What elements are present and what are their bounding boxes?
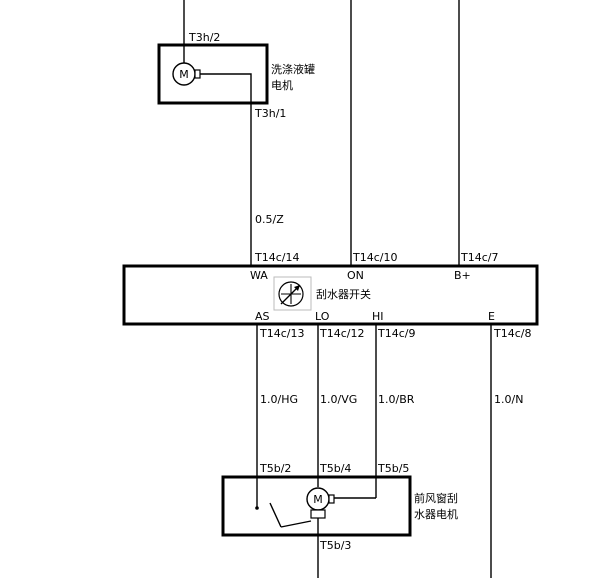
wire-label-1-0-n: 1.0/N (494, 393, 523, 406)
switch-pin-top-1: T14c/14 (254, 251, 299, 264)
switch-terminal-hi: HI (372, 310, 384, 323)
wire-label-1-0-hg: 1.0/HG (260, 393, 298, 406)
switch-terminal-as: AS (255, 310, 270, 323)
wire-label-1-0-br: 1.0/BR (378, 393, 415, 406)
wiper-motor-box (221, 475, 412, 537)
washer-pin-bottom: T3h/1 (254, 107, 286, 120)
wiper-switch-box (122, 264, 539, 326)
motor-pin-top-1: T5b/2 (259, 462, 291, 475)
switch-pin-bottom-3: T14c/9 (377, 327, 415, 340)
switch-terminal-wa: WA (250, 269, 268, 282)
motor-pin-top-2: T5b/4 (319, 462, 351, 475)
washer-motor-brush (194, 69, 201, 79)
wiper-switch-icon (273, 276, 312, 311)
washer-pump-label-2: 电机 (271, 78, 293, 92)
switch-terminal-bplus: B+ (454, 269, 471, 282)
switch-pin-top-2: T14c/10 (352, 251, 397, 264)
wiper-motor-label-1: 前风窗刮 (414, 491, 458, 505)
park-switch-blade (269, 502, 282, 528)
motor-pin-bottom: T5b/3 (319, 539, 351, 552)
motor-pin-top-3: T5b/5 (377, 462, 409, 475)
wiper-motor-base (310, 509, 326, 519)
washer-pump-label-1: 洗涤液罐 (271, 62, 315, 76)
switch-pin-bottom-1: T14c/13 (259, 327, 304, 340)
washer-pin-top: T3h/2 (188, 31, 220, 44)
park-switch-link (280, 520, 312, 528)
wire-label-1-0-vg: 1.0/VG (320, 393, 357, 406)
washer-pump-box (157, 43, 269, 105)
washer-to-switch-wire (200, 73, 252, 266)
washer-motor-symbol: M (179, 68, 189, 81)
wiper-motor-brush (328, 494, 335, 504)
switch-terminal-on: ON (347, 269, 364, 282)
wire-label-0-5-z: 0.5/Z (255, 213, 284, 226)
wiper-motor-symbol: M (313, 493, 323, 506)
wiper-switch-label: 刮水器开关 (316, 287, 371, 301)
switch-terminal-lo: LO (315, 310, 330, 323)
wiper-motor-label-2: 水器电机 (414, 507, 458, 521)
switch-pin-bottom-2: T14c/12 (319, 327, 364, 340)
park-switch-contact (255, 506, 259, 510)
switch-pin-top-3: T14c/7 (460, 251, 498, 264)
switch-terminal-e: E (488, 310, 495, 323)
switch-pin-bottom-4: T14c/8 (493, 327, 531, 340)
